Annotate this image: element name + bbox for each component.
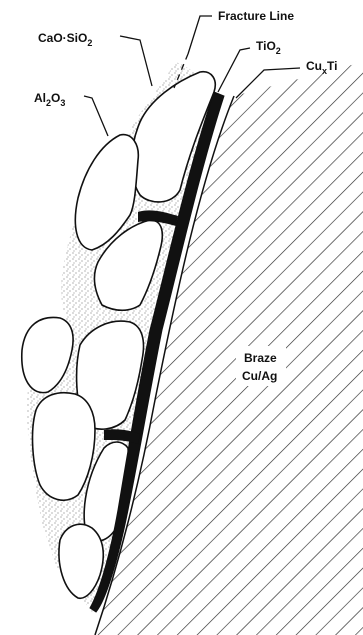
label-al2o3-a: Al (34, 91, 46, 105)
label-al2o3: Al2O3 (34, 91, 65, 108)
leader-cao-sio2 (120, 36, 152, 86)
label-fracture-line: Fracture Line (218, 9, 294, 23)
label-cao-sio2-sub: 2 (87, 38, 92, 48)
label-cao-sio2-main: CaO·SiO (38, 31, 87, 45)
leader-tio2 (218, 48, 250, 92)
label-braze: Braze (244, 351, 277, 365)
label-tio2: TiO2 (256, 39, 281, 56)
label-al2o3-c: O (51, 91, 60, 105)
label-cao-sio2: CaO·SiO2 (38, 31, 92, 48)
leader-fracture-line (188, 16, 212, 54)
label-braze-cu-ag: Cu/Ag (242, 369, 277, 383)
label-tio2-sub: 2 (276, 46, 281, 56)
label-cuxti-tail: Ti (327, 59, 337, 73)
leader-al2o3 (84, 96, 108, 136)
label-cuxti-main: Cu (306, 59, 322, 73)
label-tio2-main: TiO (256, 39, 276, 53)
label-al2o3-d: 3 (60, 98, 65, 108)
